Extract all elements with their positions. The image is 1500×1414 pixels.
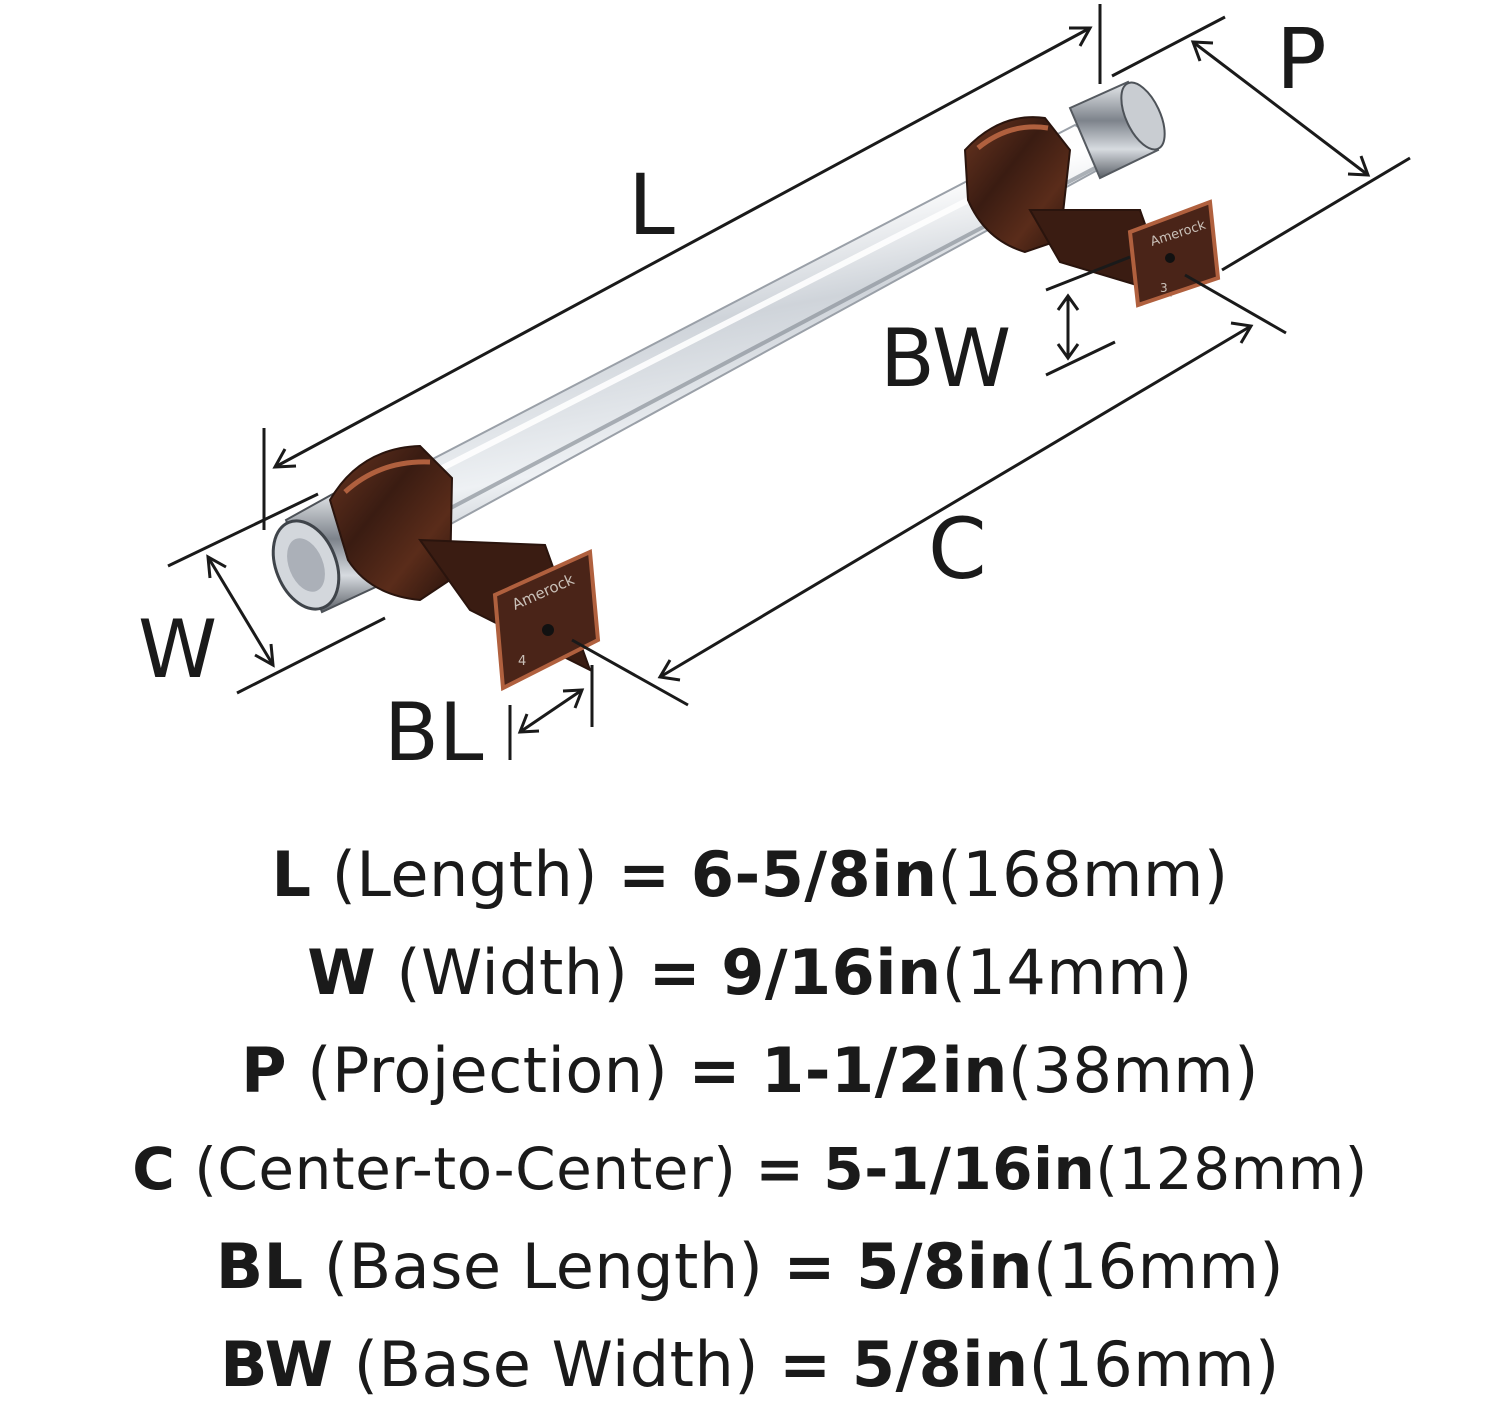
label-bl: BL bbox=[384, 686, 484, 779]
spec-equals: = bbox=[779, 1328, 832, 1401]
right-end-cap bbox=[1068, 80, 1166, 180]
spec-code: BW bbox=[220, 1328, 334, 1401]
pull-handle-diagram: Amerock 3 Amerock 4 bbox=[138, 4, 1411, 779]
right-post: Amerock 3 bbox=[963, 116, 1221, 308]
spec-metric: (16mm) bbox=[1033, 1230, 1285, 1303]
spec-imperial: 5/8in bbox=[856, 1230, 1034, 1303]
spec-imperial: 5/8in bbox=[851, 1328, 1029, 1401]
label-l: L bbox=[628, 156, 675, 254]
center-dimension bbox=[571, 273, 1287, 707]
base-length-dimension bbox=[508, 665, 594, 760]
spec-name: (Width) bbox=[396, 936, 629, 1009]
left-end-cap bbox=[271, 488, 382, 614]
spec-code: P bbox=[241, 1034, 288, 1107]
spec-row-base-width: BW (Base Width) = 5/8in(16mm) bbox=[0, 1316, 1500, 1414]
label-c: C bbox=[928, 500, 987, 598]
spec-imperial: 1-1/2in bbox=[761, 1034, 1008, 1107]
projection-dimension bbox=[1111, 15, 1411, 272]
spec-metric: (38mm) bbox=[1007, 1034, 1259, 1107]
spec-imperial: 9/16in bbox=[721, 936, 942, 1009]
spec-metric: (128mm) bbox=[1095, 1135, 1368, 1203]
spec-name: (Length) bbox=[331, 838, 598, 911]
left-base-plate bbox=[492, 549, 601, 692]
spec-metric: (168mm) bbox=[937, 838, 1229, 911]
spec-name: (Projection) bbox=[307, 1034, 669, 1107]
spec-code: W bbox=[307, 936, 377, 1009]
dimension-lines bbox=[167, 4, 1411, 760]
spec-code: BL bbox=[215, 1230, 304, 1303]
width-dimension bbox=[167, 492, 386, 695]
dimension-specs-list: L (Length) = 6-5/8in(168mm) W (Width) = … bbox=[0, 826, 1500, 1414]
right-post-number: 3 bbox=[1160, 281, 1168, 295]
label-bw: BW bbox=[880, 312, 1011, 405]
spec-name: (Center-to-Center) bbox=[194, 1135, 737, 1203]
label-p: P bbox=[1276, 10, 1327, 108]
spec-name: (Base Width) bbox=[353, 1328, 759, 1401]
spec-imperial: 6-5/8in bbox=[690, 838, 938, 911]
spec-code: L bbox=[271, 838, 312, 911]
length-dimension bbox=[262, 4, 1102, 530]
left-post-number: 4 bbox=[518, 654, 526, 669]
right-base-plate bbox=[1127, 199, 1221, 308]
spec-name: (Base Length) bbox=[323, 1230, 764, 1303]
left-post: Amerock 4 bbox=[328, 444, 601, 692]
spec-equals: = bbox=[648, 936, 702, 1009]
spec-equals: = bbox=[783, 1230, 836, 1303]
spec-row-center-to-center: C (Center-to-Center) = 5-1/16in(128mm) bbox=[0, 1120, 1500, 1218]
label-w: W bbox=[138, 603, 217, 696]
spec-code: C bbox=[132, 1135, 176, 1203]
spec-row-base-length: BL (Base Length) = 5/8in(16mm) bbox=[0, 1218, 1500, 1316]
base-width-dimension bbox=[1045, 255, 1131, 377]
spec-row-projection: P (Projection) = 1-1/2in(38mm) bbox=[0, 1022, 1500, 1120]
spec-equals: = bbox=[618, 838, 671, 911]
spec-equals: = bbox=[755, 1135, 805, 1203]
spec-row-width: W (Width) = 9/16in(14mm) bbox=[0, 924, 1500, 1022]
spec-metric: (16mm) bbox=[1028, 1328, 1280, 1401]
spec-row-length: L (Length) = 6-5/8in(168mm) bbox=[0, 826, 1500, 924]
spec-equals: = bbox=[688, 1034, 741, 1107]
spec-imperial: 5-1/16in bbox=[823, 1135, 1096, 1203]
spec-metric: (14mm) bbox=[941, 936, 1193, 1009]
handle-drawing: Amerock 3 Amerock 4 bbox=[271, 80, 1221, 692]
